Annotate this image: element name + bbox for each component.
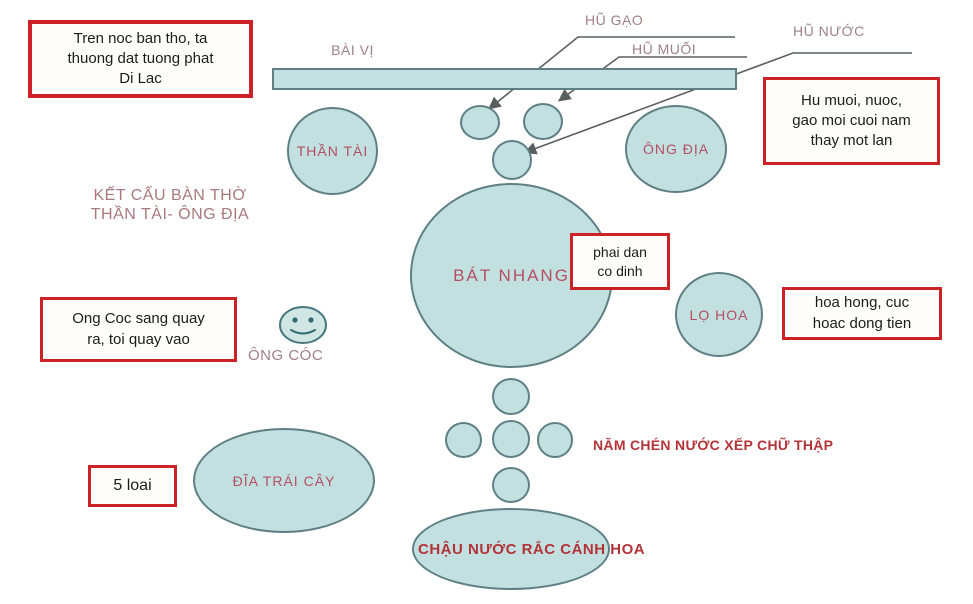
label-hu-muoi: HŨ MUỐI	[632, 41, 697, 57]
water-cup	[537, 422, 573, 458]
label-hu-nuoc: HŨ NƯỚC	[793, 23, 865, 39]
lo-hoa-circle: LỌ HOA	[675, 272, 763, 357]
note-phai-dan: phai dan co dinh	[570, 233, 670, 290]
water-cup	[445, 422, 482, 458]
water-cup	[492, 420, 530, 458]
than-tai-label: THẦN TÀI	[296, 143, 369, 159]
note-di-lac: Tren noc ban tho, ta thuong dat tuong ph…	[28, 20, 253, 98]
water-cup	[492, 467, 530, 503]
label-bai-vi: BÀI VỊ	[331, 42, 374, 58]
ong-coc-label: ÔNG CÓC	[248, 347, 324, 364]
bat-nhang-label: BÁT NHANG	[453, 265, 570, 285]
water-cup	[492, 378, 530, 415]
hu-muoi-jar	[523, 103, 563, 140]
hu-nuoc-jar	[492, 140, 532, 180]
ong-dia-circle: ÔNG ĐỊA	[625, 105, 727, 193]
ong-dia-label: ÔNG ĐỊA	[642, 141, 710, 157]
ong-coc-smiley-icon	[279, 306, 327, 344]
chau-nuoc-label: CHẬU NƯỚC RẮC CÁNH HOA	[418, 541, 646, 558]
note-5-loai: 5 loai	[88, 465, 177, 507]
than-tai-circle: THẦN TÀI	[287, 107, 378, 195]
lo-hoa-label: LỌ HOA	[689, 306, 749, 323]
chau-nuoc-ellipse	[412, 508, 610, 590]
note-ong-coc: Ong Coc sang quay ra, toi quay vao	[40, 297, 237, 362]
hu-gao-jar	[460, 105, 500, 140]
diagram-title: KẾT CẤU BÀN THỜ THẦN TÀI- ÔNG ĐỊA	[90, 187, 250, 224]
dia-trai-cay-label: ĐĨA TRÁI CÂY	[232, 472, 336, 489]
note-hoa-hong: hoa hong, cuc hoac dong tien	[782, 287, 942, 340]
bai-vi-tablet	[272, 68, 737, 90]
note-thay-han: Hu muoi, nuoc, gao moi cuoi nam thay mot…	[763, 77, 940, 165]
dia-trai-cay-ellipse: ĐĨA TRÁI CÂY	[193, 428, 375, 533]
label-hu-gao: HŨ GẠO	[585, 12, 644, 28]
nam-chen-label: NĂM CHÉN NƯỚC XẾP CHỮ THẬP	[593, 437, 834, 453]
